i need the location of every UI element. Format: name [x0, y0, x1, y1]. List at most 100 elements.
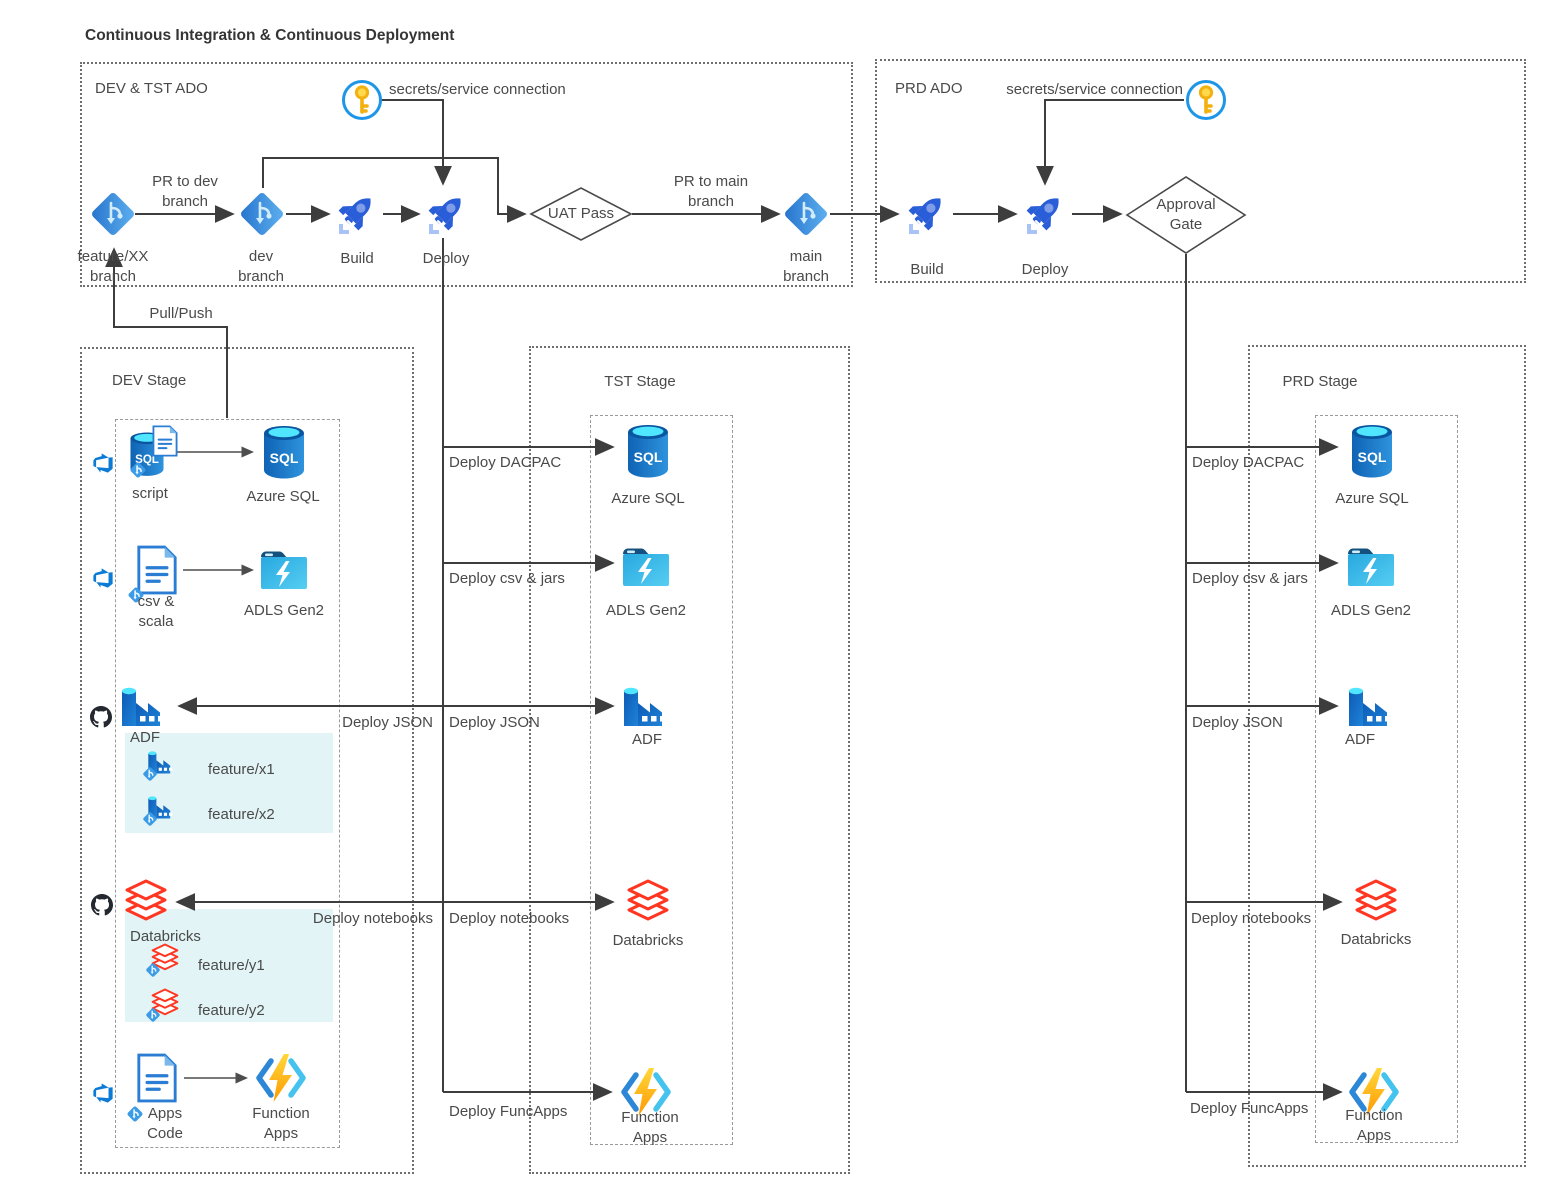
prd-resources-box	[1315, 415, 1458, 1143]
adls-gen2-label: ADLS Gen2	[243, 602, 325, 619]
prd-deploy-label: Deploy	[1021, 261, 1069, 278]
branch-badge-icon	[145, 1007, 161, 1023]
edge-prd-key-to-deploy	[1036, 99, 1184, 186]
dev-stage-container	[80, 347, 414, 1174]
tst-stage-label: TST Stage	[604, 373, 676, 390]
prd-ado-label: PRD ADO	[895, 80, 963, 97]
branch-badge-icon	[129, 461, 147, 479]
adls-gen2-icon	[1346, 544, 1396, 588]
script-document-icon	[151, 424, 179, 458]
diagram-title: Continuous Integration & Continuous Depl…	[85, 27, 455, 44]
databricks-icon	[625, 879, 671, 923]
deploy-notebooks-label: Deploy notebooks	[449, 910, 570, 927]
function-apps-label: Function Apps	[1345, 1107, 1403, 1144]
azure-devops-icon	[92, 1082, 114, 1104]
branch-badge-icon	[142, 811, 158, 827]
databricks-icon	[123, 879, 169, 923]
adls-gen2-icon	[259, 547, 309, 591]
build-label: Build	[340, 250, 374, 267]
edge-dev-to-uat	[262, 157, 527, 223]
deploy-csv-jars-label: Deploy csv & jars	[1192, 570, 1308, 587]
deploy-dacpac-label: Deploy DACPAC	[449, 454, 562, 471]
adf-label: ADF	[1345, 731, 1375, 748]
adf-icon	[620, 684, 672, 730]
deploy-json-label: Deploy JSON	[342, 714, 433, 731]
azure-sql-label: Azure SQL	[246, 488, 320, 505]
prd-stage-label: PRD Stage	[1282, 373, 1358, 390]
dev-workspace-box	[115, 419, 340, 1148]
prd-stage-container	[1248, 345, 1526, 1167]
deploy-funcapps-label: Deploy FuncApps	[1190, 1100, 1309, 1117]
apps-code-document-icon	[135, 1052, 179, 1104]
azure-devops-icon	[92, 567, 114, 589]
databricks-label: Databricks	[612, 932, 684, 949]
approval-gate-diamond	[1125, 176, 1247, 254]
branch-feature-icon	[90, 191, 136, 237]
adls-gen2-label: ADLS Gen2	[1330, 602, 1412, 619]
secrets-connection-label: secrets/service connection	[389, 81, 566, 98]
approval-gate-label: Approval Gate	[1156, 196, 1216, 233]
branch-main-icon	[783, 191, 829, 237]
github-icon	[91, 894, 113, 916]
dev-stage-label: DEV Stage	[112, 372, 187, 389]
deploy-dacpac-label: Deploy DACPAC	[1192, 454, 1305, 471]
build-rocket-icon	[333, 190, 381, 238]
function-apps-label: Function Apps	[252, 1105, 310, 1142]
dev-tst-ado-container	[80, 62, 853, 287]
feature-x1-label: feature/x1	[208, 761, 275, 778]
prd-build-label: Build	[910, 261, 944, 278]
azure-sql-label: Azure SQL	[611, 490, 685, 507]
prd-secrets-connection-label: secrets/service connection	[1006, 81, 1183, 98]
deploy-json-label: Deploy JSON	[1192, 714, 1283, 731]
script-label: script	[132, 485, 168, 502]
apps-code-label: Apps Code	[147, 1105, 183, 1142]
dev-branch-label: dev branch	[238, 248, 284, 285]
databricks-label: Databricks	[130, 928, 201, 945]
function-apps-label: Function Apps	[621, 1109, 679, 1146]
deploy-funcapps-label: Deploy FuncApps	[449, 1103, 568, 1120]
uat-pass-label: UAT Pass	[547, 205, 615, 222]
azure-devops-icon	[92, 452, 114, 474]
pr-to-dev-label: PR to dev branch	[152, 173, 218, 210]
databricks-icon	[1353, 879, 1399, 923]
feature-x2-label: feature/x2	[208, 806, 275, 823]
pull-push-label: Pull/Push	[149, 305, 213, 322]
pr-to-main-label: PR to main branch	[673, 173, 749, 210]
function-apps-icon	[255, 1052, 307, 1104]
edge-key-to-deploy	[381, 99, 452, 186]
key-icon	[341, 79, 383, 121]
main-branch-label: main branch	[783, 248, 829, 285]
prd-build-rocket-icon	[903, 190, 951, 238]
prd-ado-container	[875, 59, 1526, 283]
adf-icon	[1345, 684, 1397, 730]
deploy-csv-jars-label: Deploy csv & jars	[449, 570, 565, 587]
branch-badge-icon	[142, 766, 158, 782]
azure-sql-icon	[625, 424, 671, 478]
prd-key-icon	[1185, 79, 1227, 121]
branch-badge-icon	[145, 962, 161, 978]
adf-icon	[118, 684, 170, 730]
prd-deploy-rocket-icon	[1021, 190, 1069, 238]
branch-dev-icon	[239, 191, 285, 237]
github-icon	[90, 706, 112, 728]
dev-tst-ado-label: DEV & TST ADO	[95, 80, 208, 97]
csv-scala-label: csv & scala	[137, 593, 175, 630]
feature-branch-label: feature/XX branch	[77, 248, 149, 285]
branch-badge-icon	[126, 1105, 144, 1123]
deploy-json-label: Deploy JSON	[449, 714, 540, 731]
feature-y1-label: feature/y1	[198, 957, 265, 974]
azure-sql-label: Azure SQL	[1335, 490, 1409, 507]
azure-sql-icon	[1349, 424, 1395, 478]
tst-resources-box	[590, 415, 733, 1145]
azure-sql-icon	[261, 425, 307, 479]
adls-gen2-label: ADLS Gen2	[605, 602, 687, 619]
feature-y2-label: feature/y2	[198, 1002, 265, 1019]
deploy-notebooks-label: Deploy notebooks	[1191, 910, 1312, 927]
adls-gen2-icon	[621, 544, 671, 588]
deploy-label: Deploy	[422, 250, 470, 267]
deploy-notebooks-label: Deploy notebooks	[312, 910, 433, 927]
deploy-rocket-icon	[423, 190, 471, 238]
uat-pass-diamond	[529, 187, 633, 241]
